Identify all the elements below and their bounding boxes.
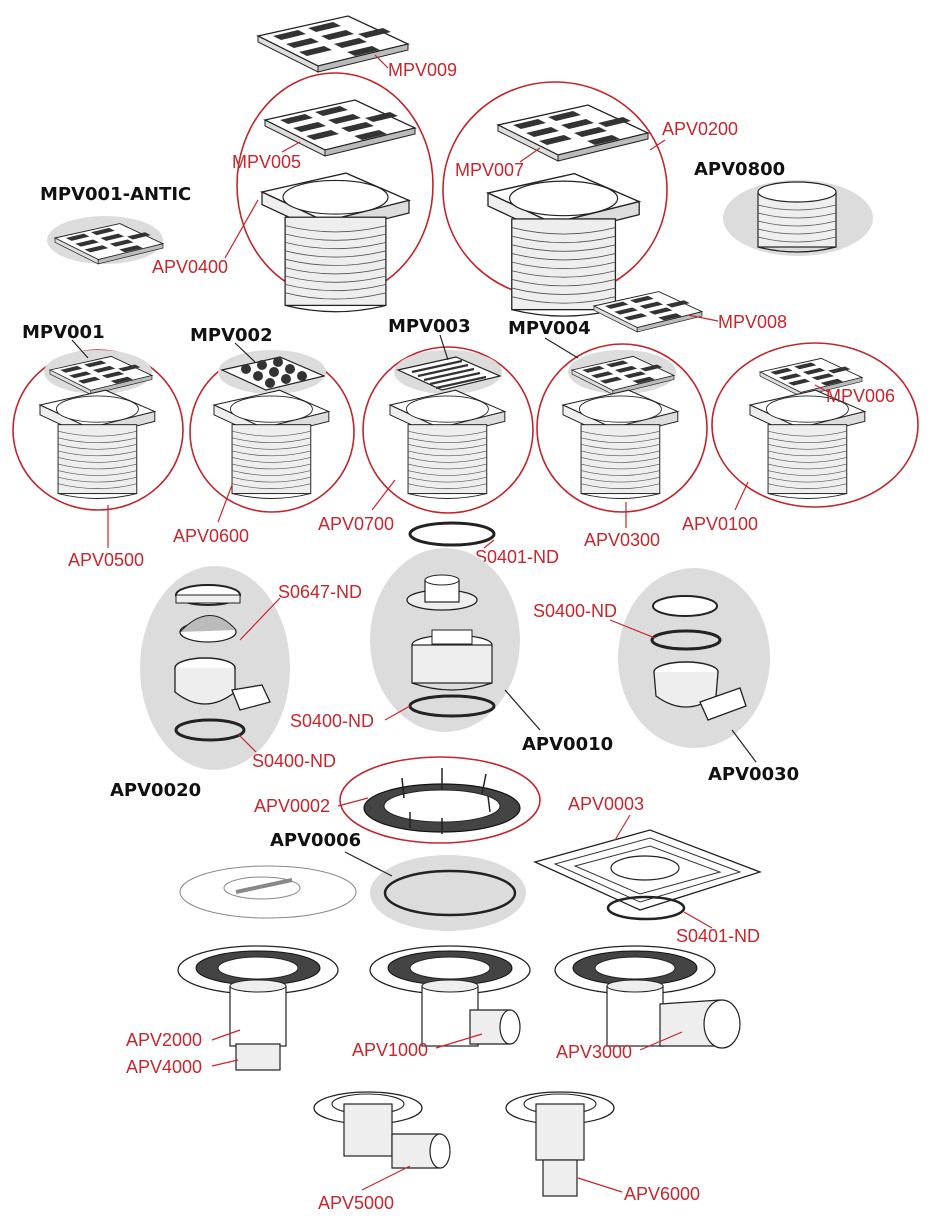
- label-mpv003: MPV003: [388, 316, 471, 337]
- label-apv0200: APV0200: [662, 119, 738, 139]
- apv0100-body: [749, 389, 866, 500]
- label-s0401-nd-top: S0401-ND: [475, 547, 559, 567]
- label-apv2000: APV2000: [126, 1030, 202, 1050]
- apv0200-body: [487, 172, 640, 317]
- label-apv5000: APV5000: [318, 1193, 394, 1213]
- apv0300-body: [562, 389, 679, 500]
- apv0700-body: [389, 389, 506, 500]
- label-apv0030: APV0030: [708, 764, 799, 785]
- mpv002-grate: [220, 356, 326, 391]
- label-apv0400: APV0400: [152, 257, 228, 277]
- label-apv0600: APV0600: [173, 526, 249, 546]
- apv0600-body: [213, 389, 330, 500]
- apv3000-drain: [554, 945, 741, 1049]
- membrane-disc: [179, 865, 357, 919]
- label-mpv005: MPV005: [232, 152, 301, 172]
- apv0010-siphon: [406, 574, 496, 718]
- label-apv6000: APV6000: [624, 1184, 700, 1204]
- label-apv0100: APV0100: [682, 514, 758, 534]
- apv0006-shade: [370, 855, 526, 931]
- label-apv0700: APV0700: [318, 514, 394, 534]
- apv0700-group-ring: [362, 346, 534, 514]
- label-apv0006: APV0006: [270, 830, 361, 851]
- mpv005-grate: [264, 99, 416, 157]
- apv0400-body: [261, 172, 410, 313]
- apv0030-siphon: [650, 595, 747, 721]
- apv1000-drain: [369, 945, 531, 1047]
- label-mpv004: MPV004: [508, 318, 591, 339]
- label-mpv008: MPV008: [718, 312, 787, 332]
- s0401-nd-seal-top: [408, 521, 496, 547]
- label-s0400-nd-right: S0400-ND: [533, 601, 617, 621]
- label-apv0300: APV0300: [584, 530, 660, 550]
- label-mpv007: MPV007: [455, 160, 524, 180]
- label-apv0002: APV0002: [254, 796, 330, 816]
- label-apv0500: APV0500: [68, 550, 144, 570]
- label-s0401-nd-bottom: S0401-ND: [676, 926, 760, 946]
- label-mpv006: MPV006: [826, 386, 895, 406]
- apv0002-group-ring: [339, 756, 541, 844]
- apv0006-seal: [383, 869, 517, 917]
- mpv003-grate: [396, 356, 502, 391]
- label-mpv009: MPV009: [388, 60, 457, 80]
- apv2000-drain: [177, 945, 339, 1071]
- label-mpv001: MPV001: [22, 322, 105, 343]
- label-s0400-nd-left: S0400-ND: [252, 751, 336, 771]
- label-mpv001-antic: MPV001-ANTIC: [40, 184, 191, 205]
- apv0030-shade: [618, 568, 770, 748]
- label-apv0010: APV0010: [522, 734, 613, 755]
- apv0100-group-ring: [711, 342, 919, 508]
- label-apv1000: APV1000: [352, 1040, 428, 1060]
- mpv007-grate: [497, 104, 649, 162]
- label-apv0800: APV0800: [694, 159, 785, 180]
- apv6000-drain: [505, 1091, 615, 1197]
- apv0800-ring: [757, 181, 837, 253]
- label-apv0003: APV0003: [568, 794, 644, 814]
- apv0003-collar: [533, 829, 762, 921]
- apv0002-clamp-ring: [363, 768, 521, 834]
- label-s0647-nd: S0647-ND: [278, 582, 362, 602]
- apv0020-siphon: [174, 584, 271, 742]
- label-s0400-nd-mid: S0400-ND: [290, 711, 374, 731]
- apv5000-drain: [313, 1091, 451, 1169]
- label-apv3000: APV3000: [556, 1042, 632, 1062]
- mpv009-grate: [257, 15, 409, 73]
- label-apv0020: APV0020: [110, 780, 201, 801]
- apv0300-group-ring: [536, 343, 708, 513]
- label-apv4000: APV4000: [126, 1057, 202, 1077]
- label-mpv002: MPV002: [190, 325, 273, 346]
- apv0500-body: [39, 389, 156, 500]
